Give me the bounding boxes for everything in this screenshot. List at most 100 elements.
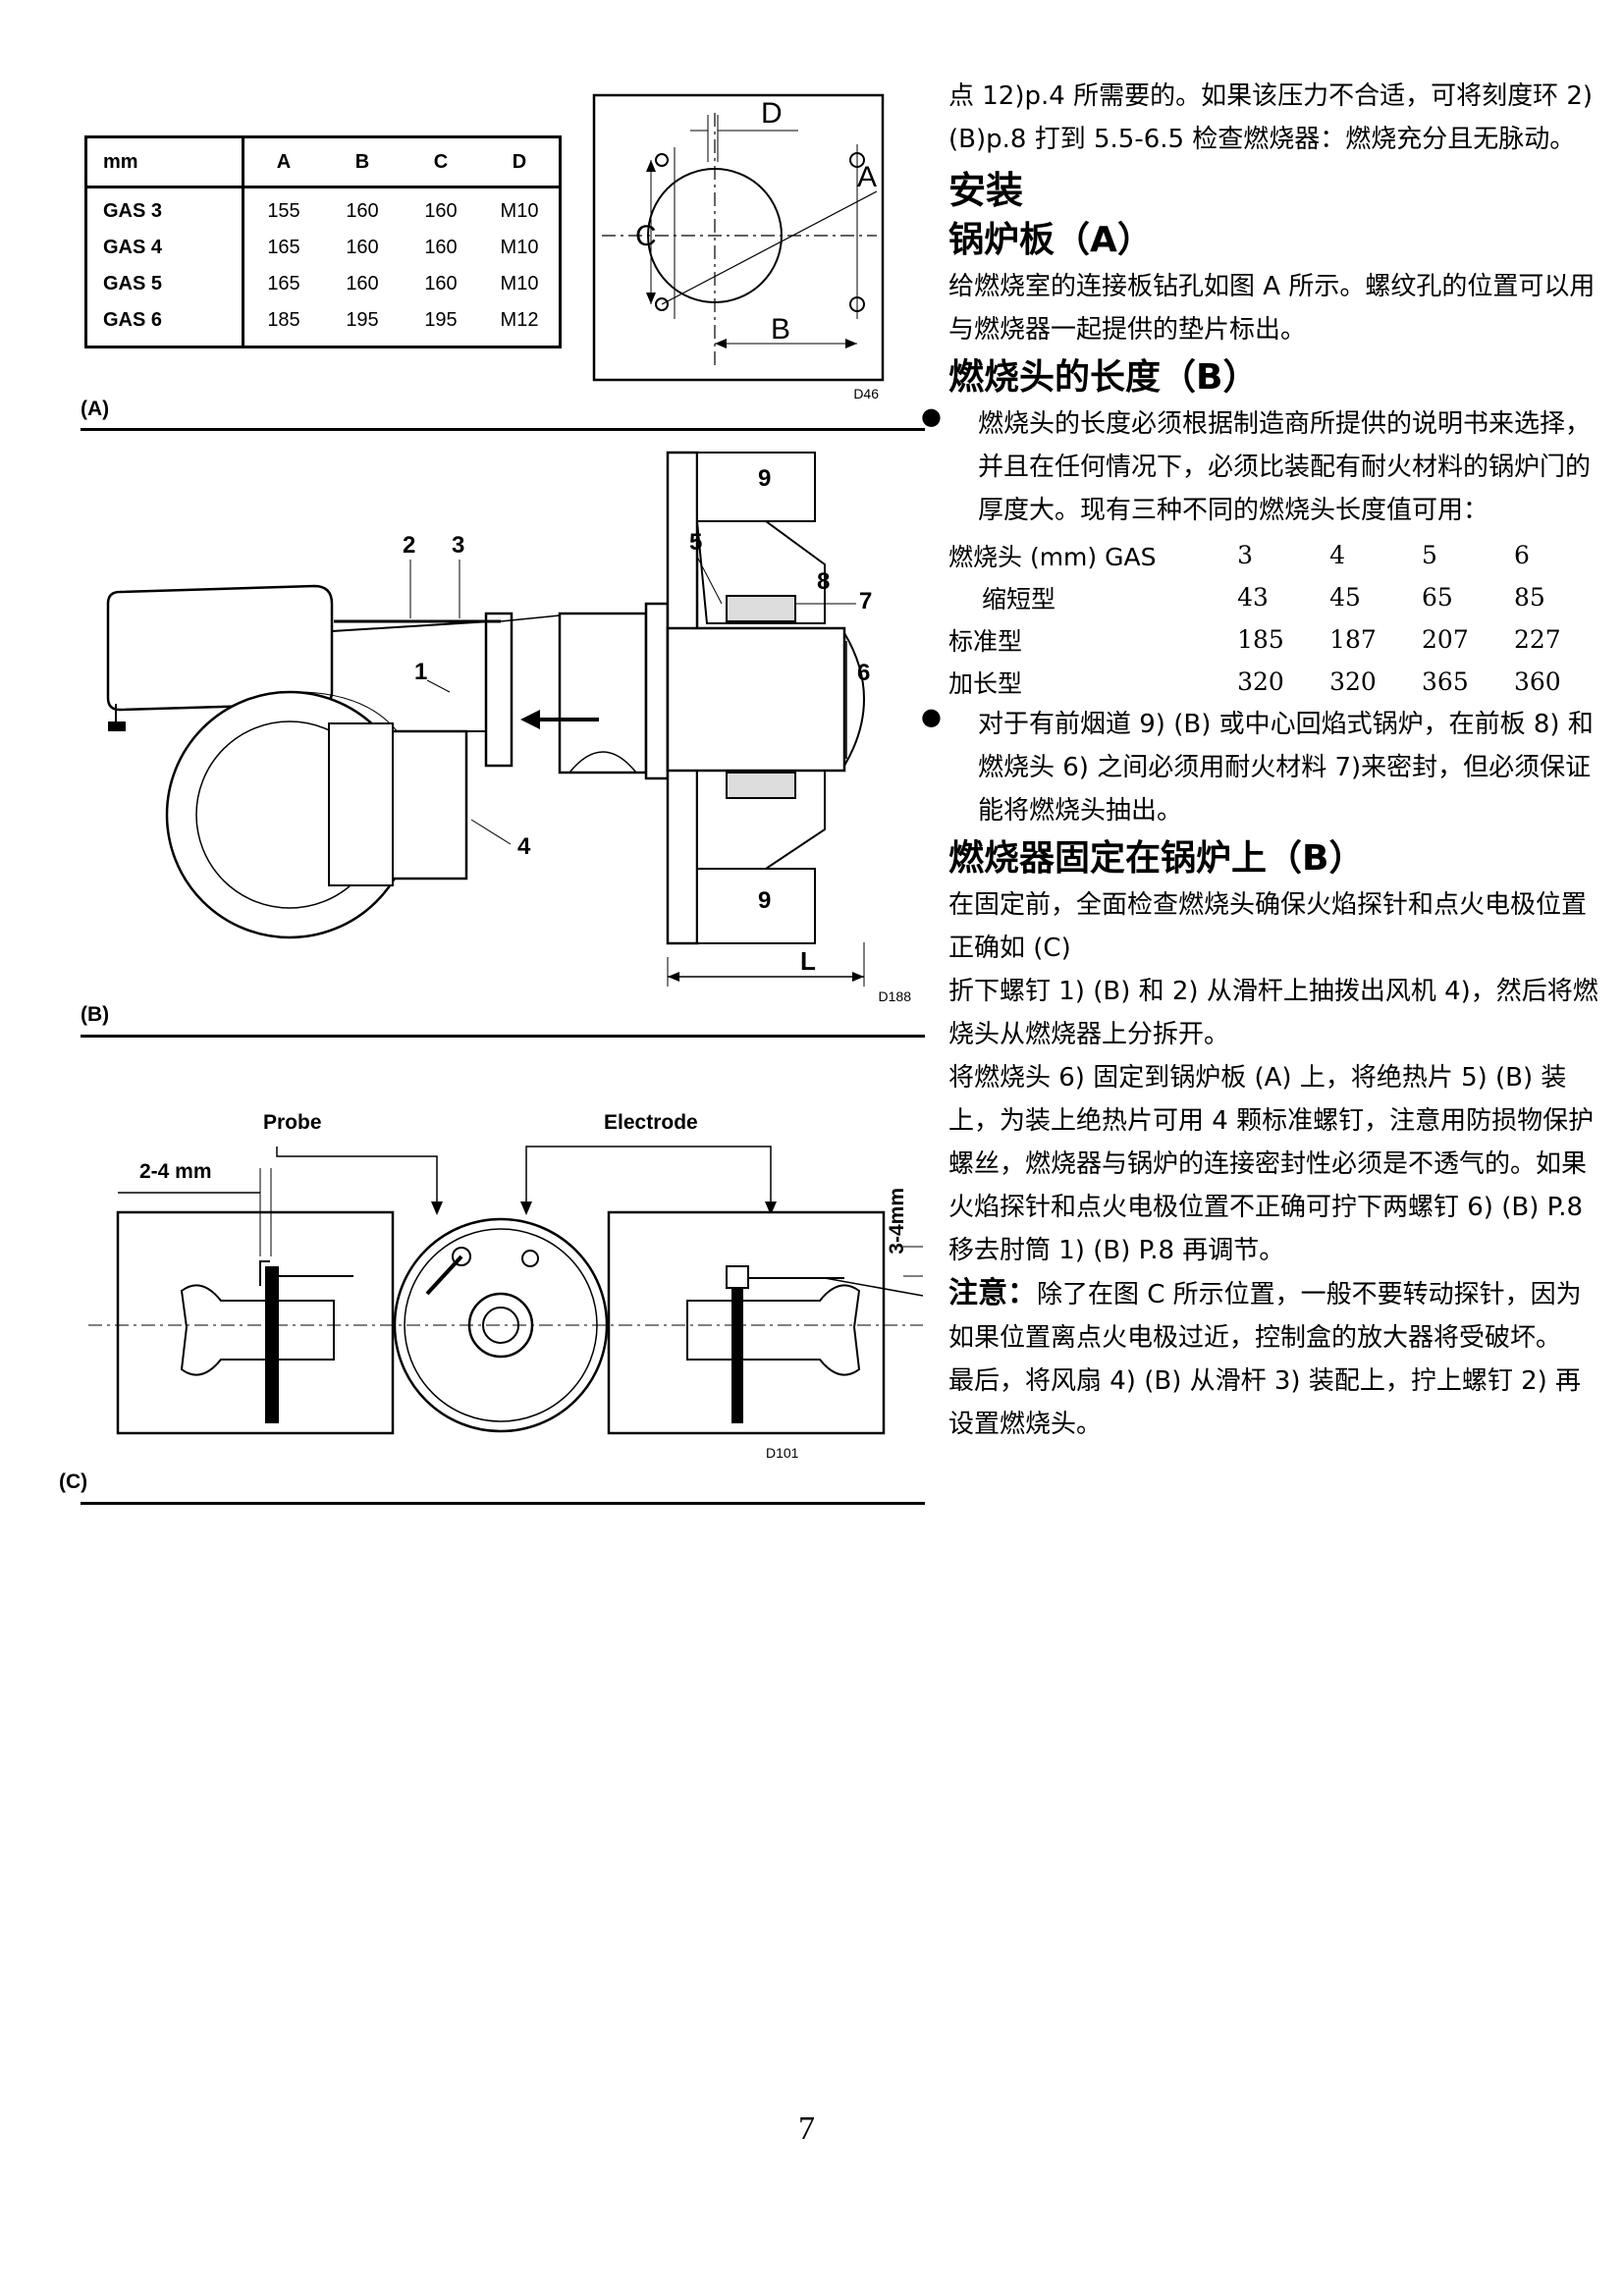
table-cell: 标准型 — [948, 626, 1023, 656]
figure-a-dim-b: B — [771, 313, 790, 346]
table-row: 标准型 185 187 207 227 — [948, 618, 1606, 661]
table-cell: M10 — [500, 273, 539, 294]
head-length-table: 燃烧头 (mm) GAS 3 4 5 6 缩短型 43 45 65 85 标准型… — [948, 534, 1606, 703]
table-row: GAS 6 185 195 195 M12 — [85, 302, 561, 347]
note-text: 除了在图 C 所示位置，一般不要转动探针，因为如果位置离点火电极过近，控制盒的放… — [948, 1280, 1582, 1353]
table-header-a: A — [243, 136, 323, 188]
figure-b-code: D188 — [879, 988, 912, 1004]
figure-b-burner-assembly: L 2 3 5 8 7 1 6 4 9 9 D188 — [106, 451, 912, 1004]
figure-c-dim-right: 3-4mm — [886, 1188, 908, 1255]
paragraph-note: 注意：除了在图 C 所示位置，一般不要转动探针，因为如果位置离点火电极过近，控制… — [948, 1272, 1606, 1360]
figure-c-code: D101 — [766, 1445, 799, 1461]
dimension-table: mm A B C D GAS 3 155 160 160 M10 GAS 4 1… — [84, 135, 562, 348]
right-column: 点 12)p.4 所需要的。如果该压力不合适，可将刻度环 2) (B)p.8 打… — [921, 75, 1606, 1446]
table-cell: 160 — [424, 273, 458, 294]
callout-4: 4 — [517, 833, 531, 860]
table-row: 缩短型 43 45 65 85 — [948, 576, 1606, 618]
table-cell: M12 — [500, 309, 539, 331]
table-cell: M10 — [500, 237, 539, 258]
table-cell: 65 — [1422, 583, 1453, 612]
callout-6: 6 — [857, 660, 870, 686]
table-header-c: C — [402, 136, 480, 188]
table-cell: 5 — [1422, 541, 1437, 569]
table-cell: 185 — [267, 309, 300, 331]
figure-c-label: (C) — [59, 1470, 88, 1493]
table-cell: 3 — [1237, 541, 1253, 569]
table-cell: 165 — [267, 237, 300, 258]
table-cell: 160 — [346, 200, 379, 222]
figure-a-rule — [81, 428, 925, 431]
table-cell: 燃烧头 (mm) GAS — [948, 542, 1157, 571]
figure-a-label: (A) — [81, 398, 110, 420]
table-cell: 160 — [424, 200, 458, 222]
table-cell: 365 — [1422, 667, 1469, 696]
table-cell: 320 — [1329, 667, 1377, 696]
heading-head-length: 燃烧头的长度（B） — [948, 357, 1259, 398]
bullet-dot: ● — [921, 402, 942, 430]
table-row: 加长型 320 320 365 360 — [948, 661, 1606, 703]
table-row: GAS 3 155 160 160 M10 — [85, 187, 561, 230]
table-cell: 207 — [1422, 625, 1469, 654]
table-cell: 227 — [1514, 625, 1561, 654]
table-header-d: D — [480, 136, 561, 188]
paragraph-boiler-plate: 给燃烧室的连接板钻孔如图 A 所示。螺纹孔的位置可以用与燃烧器一起提供的垫片标出… — [948, 272, 1596, 345]
callout-5: 5 — [689, 529, 702, 556]
bullet-text: 对于有前烟道 9) (B) 或中心回焰式锅炉，在前板 8) 和燃烧头 6) 之间… — [978, 710, 1594, 826]
heading-boiler-plate: 锅炉板（A） — [948, 220, 1153, 260]
callout-9-top: 9 — [758, 465, 771, 492]
table-cell: 185 — [1237, 625, 1284, 654]
heading-fix-burner: 燃烧器固定在锅炉上（B） — [948, 838, 1365, 879]
table-cell: 360 — [1514, 667, 1561, 696]
bullet-head-length: ● 燃烧头的长度必须根据制造商所提供的说明书来选择，并且在任何情况下，必须比装配… — [921, 402, 1606, 532]
table-cell: GAS 4 — [85, 230, 244, 266]
table-cell: M10 — [500, 200, 539, 222]
table-cell: 加长型 — [948, 668, 1023, 698]
callout-7: 7 — [859, 588, 872, 614]
callout-3: 3 — [452, 532, 464, 559]
table-cell: 4 — [1329, 541, 1345, 569]
figure-c-dim-left: 2-4 mm — [139, 1160, 212, 1183]
figure-b-dim-l: L — [800, 946, 816, 976]
figure-a-dim-a: A — [857, 161, 877, 193]
figure-c-probe-electrode: Probe Electrode 2-4 mm 3-4mm D101 — [88, 1111, 924, 1461]
table-cell: 160 — [346, 273, 379, 294]
figure-a-boiler-plate: D C A B D46 — [592, 93, 885, 401]
table-row: 燃烧头 (mm) GAS 3 4 5 6 — [948, 534, 1606, 576]
table-row: GAS 5 165 160 160 M10 — [85, 266, 561, 302]
heading-install: 安装 — [948, 169, 1024, 212]
paragraph-final: 最后，将风扇 4) (B) 从滑杆 3) 装配上，拧上螺钉 2) 再设置燃烧头。 — [948, 1366, 1582, 1439]
bullet-text: 燃烧头的长度必须根据制造商所提供的说明书来选择，并且在任何情况下，必须比装配有耐… — [978, 409, 1592, 525]
figure-c-rule — [81, 1502, 925, 1505]
table-cell: GAS 3 — [85, 187, 244, 230]
figure-a-dim-c: C — [635, 220, 657, 252]
table-cell: 160 — [424, 237, 458, 258]
figure-c-probe-label: Probe — [263, 1111, 322, 1134]
table-cell: 85 — [1514, 583, 1545, 612]
figure-c-electrode-label: Electrode — [604, 1111, 698, 1134]
figure-b-label: (B) — [81, 1003, 110, 1026]
bullet-refractory: ● 对于有前烟道 9) (B) 或中心回焰式锅炉，在前板 8) 和燃烧头 6) … — [921, 703, 1606, 832]
table-cell: 195 — [346, 309, 379, 331]
table-cell: 195 — [424, 309, 458, 331]
table-cell: 6 — [1514, 541, 1530, 569]
table-cell: 43 — [1237, 583, 1269, 612]
table-cell: GAS 6 — [85, 302, 244, 347]
table-cell: 缩短型 — [982, 584, 1056, 614]
paragraph-pressure: 点 12)p.4 所需要的。如果该压力不合适，可将刻度环 2) (B)p.8 打… — [948, 81, 1594, 154]
callout-8: 8 — [817, 568, 830, 595]
figure-a-code: D46 — [853, 386, 879, 401]
table-cell: 165 — [267, 273, 300, 294]
table-header-unit: mm — [85, 136, 244, 188]
note-label: 注意： — [948, 1276, 1037, 1310]
table-cell: 160 — [346, 237, 379, 258]
page-number: 7 — [798, 2110, 815, 2147]
table-cell: 320 — [1237, 667, 1284, 696]
paragraph-fix-check: 在固定前，全面检查燃烧头确保火焰探针和点火电极位置正确如 (C) — [948, 890, 1588, 963]
callout-1: 1 — [414, 659, 427, 685]
table-row: GAS 4 165 160 160 M10 — [85, 230, 561, 266]
paragraph-fix-remove: 折下螺钉 1) (B) 和 2) 从滑杆上抽拨出风机 4)，然后将燃烧头从燃烧器… — [948, 977, 1598, 1049]
bullet-dot: ● — [921, 703, 942, 730]
table-cell: 45 — [1329, 583, 1361, 612]
table-header-b: B — [323, 136, 402, 188]
table-cell: GAS 5 — [85, 266, 244, 302]
